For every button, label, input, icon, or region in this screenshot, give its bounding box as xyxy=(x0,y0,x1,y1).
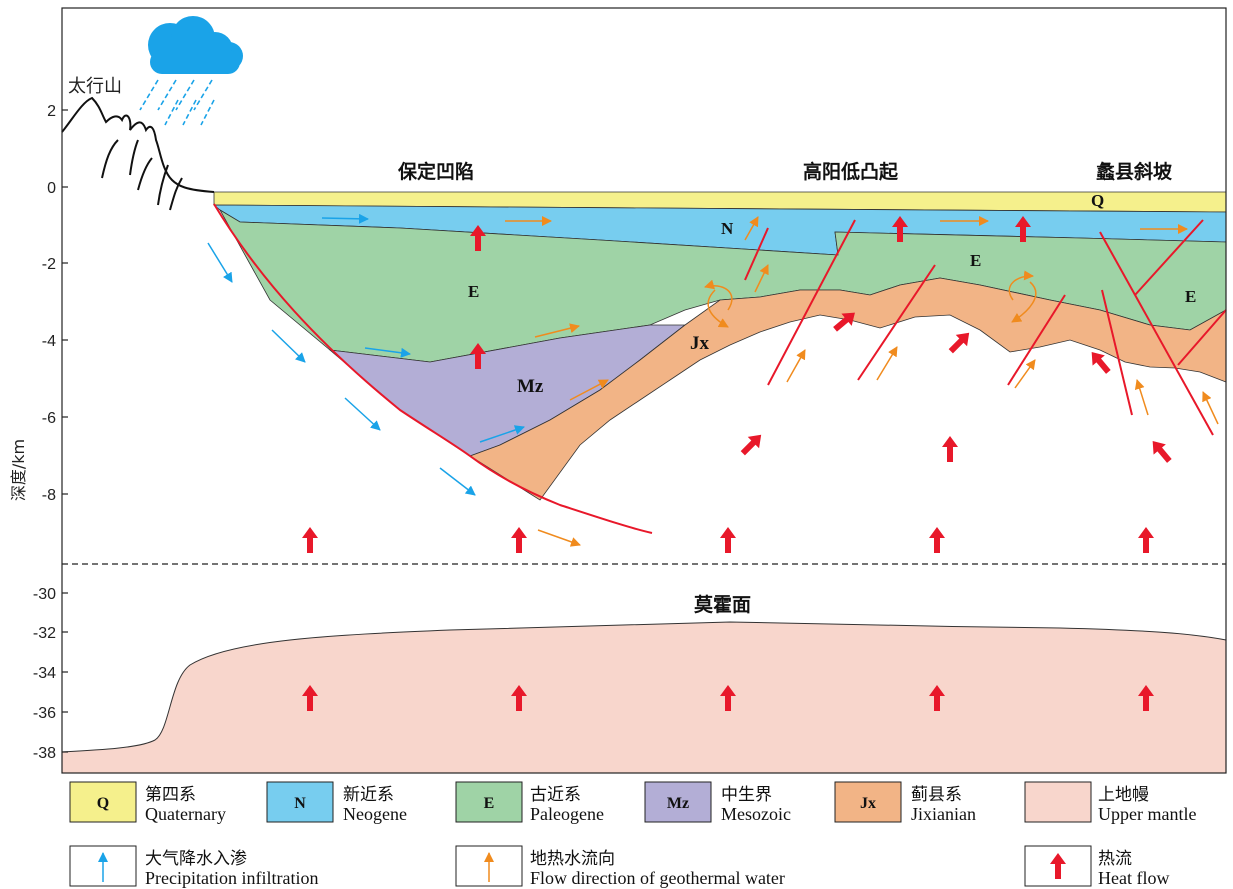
main-fault xyxy=(213,203,653,534)
y-tick-label: -32 xyxy=(33,625,56,642)
legend-item-upper-mantle: 上地幔 Upper mantle xyxy=(1024,781,1196,824)
legend-zh-jx: 蓟县系 xyxy=(911,785,962,805)
mountain-ridges xyxy=(101,139,183,211)
legend-item-neogene: N 新近系 Neogene xyxy=(266,781,407,824)
y-tick-label: -34 xyxy=(33,665,56,682)
layer-label-jx: Jx xyxy=(690,333,710,354)
legend-zh-e: 古近系 xyxy=(530,785,581,805)
plot-frame xyxy=(61,7,1227,774)
upper-section: 太行山 保定凹陷 高阳低凸起 蠡县斜坡 Q N E E E Mz Jx xyxy=(61,16,1227,553)
y-tick-label: -36 xyxy=(33,705,56,722)
y-tick-label: -8 xyxy=(42,487,56,504)
mountain-label: 太行山 xyxy=(68,76,122,97)
legend-item-precipitation: 大气降水入渗 Precipitation infiltration xyxy=(69,845,318,888)
layer-label-q: Q xyxy=(1091,191,1104,210)
legend-en-geo: Flow direction of geothermal water xyxy=(530,868,785,888)
legend-item-heat-flow: 热流 Heat flow xyxy=(1024,845,1169,888)
layer-label-e2: E xyxy=(970,251,981,270)
legend-code-jx: Jx xyxy=(860,795,876,812)
legend-zh-mantle: 上地幔 xyxy=(1098,785,1149,805)
legend-en-precip: Precipitation infiltration xyxy=(145,868,318,888)
rain-icon xyxy=(139,79,215,126)
legend-en-n: Neogene xyxy=(343,804,407,824)
legend-item-jixianian: Jx 蓟县系 Jixianian xyxy=(834,781,976,824)
moho-label: 莫霍面 xyxy=(694,593,751,616)
geothermal-flow-arrows xyxy=(505,216,1219,547)
legend-zh-n: 新近系 xyxy=(343,785,394,805)
baoding-depression-label: 保定凹陷 xyxy=(397,160,474,183)
legend-en-mantle: Upper mantle xyxy=(1098,804,1196,824)
legend-en-heat: Heat flow xyxy=(1098,868,1169,888)
layer-label-n: N xyxy=(721,219,734,238)
y-tick-labels: 2 0 -2 -4 -6 -8 -30 -32 -34 -36 -38 xyxy=(33,103,56,762)
precipitation-arrows xyxy=(207,213,525,496)
layer-label-mz: Mz xyxy=(517,376,544,397)
legend-zh-heat: 热流 xyxy=(1098,849,1132,869)
lower-section: 莫霍面 xyxy=(61,593,1227,774)
legend-en-jx: Jixianian xyxy=(911,804,976,824)
lixian-slope-label: 蠡县斜坡 xyxy=(1096,160,1173,183)
legend-item-quaternary: Q 第四系 Quaternary xyxy=(69,781,226,824)
y-axis-label: 深度/km xyxy=(9,439,28,501)
y-tick-label: -6 xyxy=(42,410,56,427)
legend-item-paleogene: E 古近系 Paleogene xyxy=(455,781,604,824)
legend-zh-mz: 中生界 xyxy=(721,785,772,805)
legend-item-geothermal-flow: 地热水流向 Flow direction of geothermal water xyxy=(455,845,785,888)
upper-mantle xyxy=(61,621,1227,774)
legend-code-mz: Mz xyxy=(667,795,689,812)
y-tick-label: -30 xyxy=(33,586,56,603)
legend-en-e: Paleogene xyxy=(530,804,604,824)
y-axis xyxy=(62,109,68,753)
layer-label-e3: E xyxy=(1185,287,1196,306)
y-tick-label: 0 xyxy=(47,180,56,197)
cloud-icon xyxy=(148,16,243,74)
legend: Q 第四系 Quaternary N 新近系 Neogene E 古近系 Pal… xyxy=(69,781,1196,888)
taihang-mountain xyxy=(61,96,215,193)
legend-code-n: N xyxy=(294,795,306,812)
legend-code-q: Q xyxy=(97,795,109,812)
legend-zh-geo: 地热水流向 xyxy=(530,849,615,869)
y-tick-label: 2 xyxy=(47,103,56,120)
y-tick-label: -38 xyxy=(33,745,56,762)
layer-label-e1: E xyxy=(468,282,479,301)
legend-code-e: E xyxy=(484,795,495,812)
legend-zh-q: 第四系 xyxy=(145,785,196,805)
faults xyxy=(744,219,1227,436)
y-tick-label: -2 xyxy=(42,256,56,273)
y-tick-label: -4 xyxy=(42,333,56,350)
gaoyang-uplift-label: 高阳低凸起 xyxy=(803,160,899,183)
legend-en-q: Quaternary xyxy=(145,804,226,824)
legend-zh-precip: 大气降水入渗 xyxy=(145,849,247,869)
jixianian-layer xyxy=(469,277,1227,501)
legend-en-mz: Mesozoic xyxy=(721,804,791,824)
legend-item-mesozoic: Mz 中生界 Mesozoic xyxy=(644,781,791,824)
